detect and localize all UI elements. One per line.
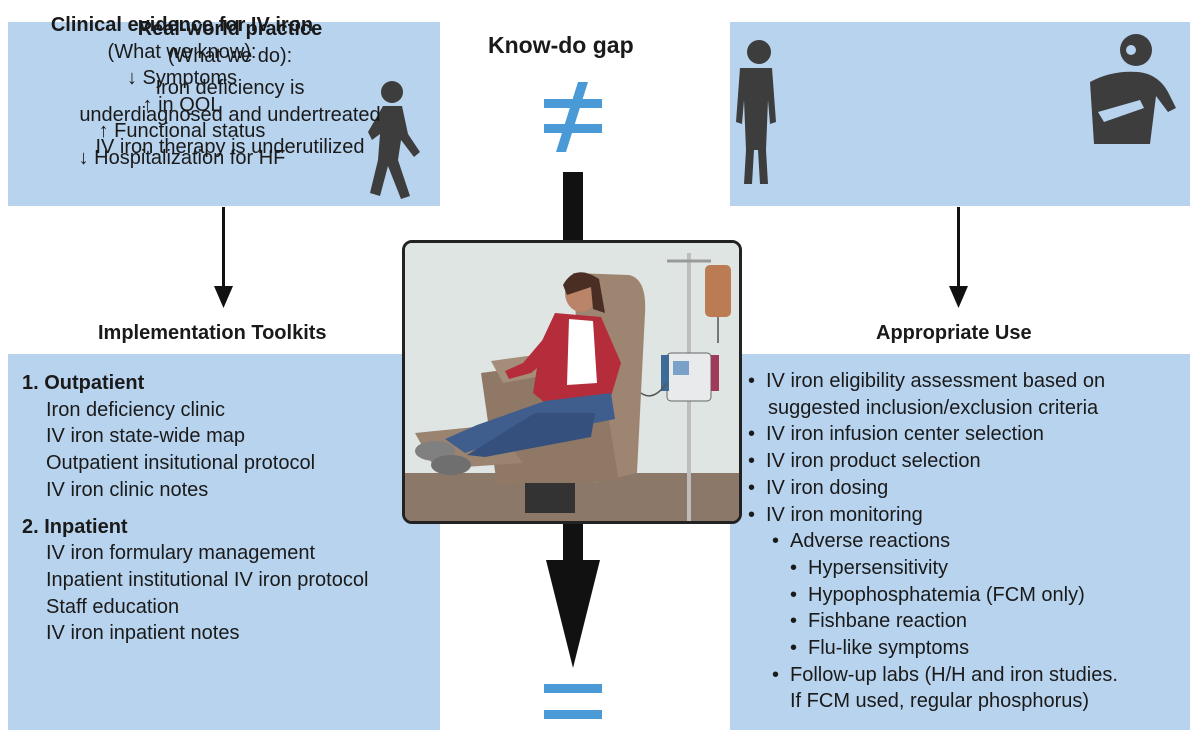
toolkit-item: Staff education — [46, 595, 180, 618]
outpatient-section-title: 1. Outpatient — [22, 372, 145, 394]
use-item: •IV iron infusion center selection — [748, 421, 1118, 448]
right-down-arrow-icon — [949, 207, 968, 308]
implementation-heading: Implementation Toolkits — [98, 322, 327, 344]
bullet-icon: • — [772, 663, 780, 686]
toolkit-item: IV iron state-wide map — [46, 425, 245, 448]
bullet-icon: • — [772, 530, 780, 553]
use-subitem-continued: If FCM used, regular phosphorus) — [790, 690, 1090, 713]
appropriate-use-list: •IV iron eligibility assessment based on… — [748, 368, 1118, 715]
bullet-icon: • — [748, 370, 756, 392]
clinical-evidence-title: Clinical evidence for IV iron — [50, 14, 314, 36]
toolkit-item: Iron deficiency clinic — [46, 398, 225, 421]
toolkit-item: IV iron inpatient notes — [46, 622, 240, 645]
not-equal-icon — [544, 82, 602, 152]
toolkit-item: Outpatient insitutional protocol — [46, 452, 316, 475]
sick-person-icon — [1090, 34, 1176, 144]
use-subsubitem: •Fishbane reaction — [748, 608, 1118, 635]
use-subsubitem: •Flu-like symptoms — [748, 635, 1118, 662]
center-down-arrow-icon — [546, 172, 600, 668]
left-down-arrow-icon — [214, 207, 233, 308]
bullet-icon: • — [748, 423, 756, 446]
inpatient-section-title: 2. Inpatient — [22, 515, 128, 538]
infusion-illustration — [402, 240, 742, 524]
real-world-line: underdiagnosed and undertreated — [79, 103, 381, 126]
use-subsubitem: •Hypophosphatemia (FCM only) — [748, 582, 1118, 609]
use-item: •IV iron dosing — [748, 475, 1118, 502]
implementation-list: 1. Outpatient Iron deficiency clinic IV … — [22, 370, 368, 647]
use-subitem: •Adverse reactions — [748, 528, 1118, 555]
use-item-continued: suggested inclusion/exclusion criteria — [768, 396, 1099, 419]
bullet-icon: • — [790, 610, 798, 633]
bullet-icon: • — [748, 476, 756, 499]
evidence-item: ↑ in QOL — [142, 93, 222, 116]
implementation-toolkits-box — [8, 354, 440, 730]
equal-icon — [544, 684, 602, 719]
real-world-practice-text: Real-world practice (What we do): Iron d… — [40, 16, 420, 161]
bullet-icon: • — [790, 556, 798, 579]
appropriate-use-box — [730, 354, 1190, 730]
real-world-title: Real-world practice — [137, 18, 323, 40]
use-subitem: •Follow-up labs (H/H and iron studies. — [748, 662, 1118, 689]
bullet-icon: • — [748, 503, 756, 526]
clinical-evidence-box — [8, 22, 440, 206]
evidence-item: ↓ Symptoms — [126, 67, 238, 90]
clinical-evidence-subtitle: (What we know): — [107, 40, 257, 63]
real-world-subtitle: (What we do): — [167, 44, 293, 67]
standing-person-icon — [736, 40, 776, 184]
use-subsubitem: •Hypersensitivity — [748, 555, 1118, 582]
bullet-icon: • — [790, 637, 798, 660]
know-do-gap-title: Know-do gap — [488, 32, 634, 58]
clinical-evidence-text: Clinical evidence for IV iron (What we k… — [12, 12, 352, 172]
real-world-line: IV iron therapy is underutilized — [95, 136, 365, 159]
toolkit-item: Inpatient institutional IV iron protocol — [46, 568, 369, 591]
evidence-item: ↑ Functional status — [98, 120, 266, 143]
patient-infusion-image — [405, 243, 739, 521]
use-item: •IV iron product selection — [748, 448, 1118, 475]
walking-person-icon — [368, 81, 420, 199]
appropriate-use-heading: Appropriate Use — [876, 322, 1032, 344]
real-world-line: Iron deficiency is — [155, 77, 305, 100]
toolkit-item: IV iron formulary management — [46, 542, 316, 565]
bullet-icon: • — [748, 450, 756, 473]
use-item: •IV iron eligibility assessment based on — [748, 368, 1118, 395]
bullet-icon: • — [790, 583, 798, 606]
toolkit-item: IV iron clinic notes — [46, 478, 209, 501]
use-item: •IV iron monitoring — [748, 502, 1118, 529]
evidence-item: ↓ Hospitalization for HF — [78, 146, 286, 169]
